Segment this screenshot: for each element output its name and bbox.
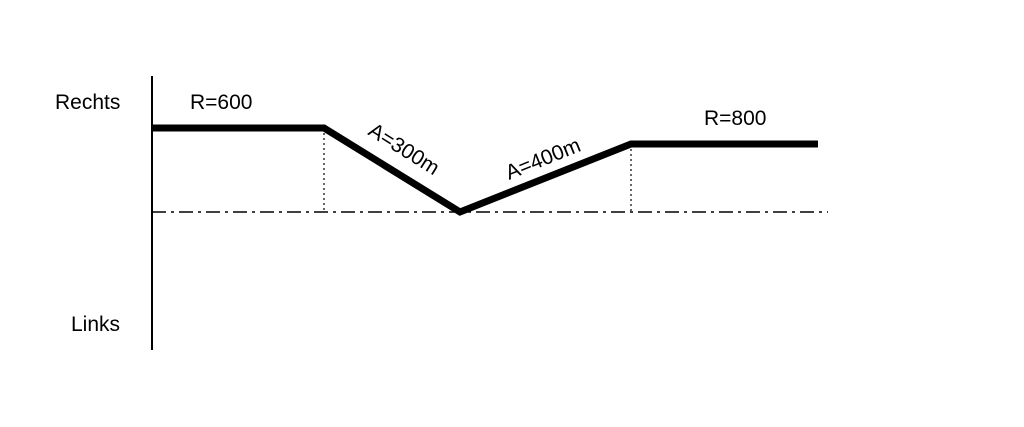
label-rechts: Rechts — [55, 91, 120, 114]
label-radius-600: R=600 — [190, 91, 252, 114]
curvature-profile — [152, 124, 818, 216]
label-links: Links — [71, 313, 120, 336]
label-radius-800: R=800 — [704, 107, 766, 130]
label-clothoid-300: A=300m — [364, 119, 443, 180]
